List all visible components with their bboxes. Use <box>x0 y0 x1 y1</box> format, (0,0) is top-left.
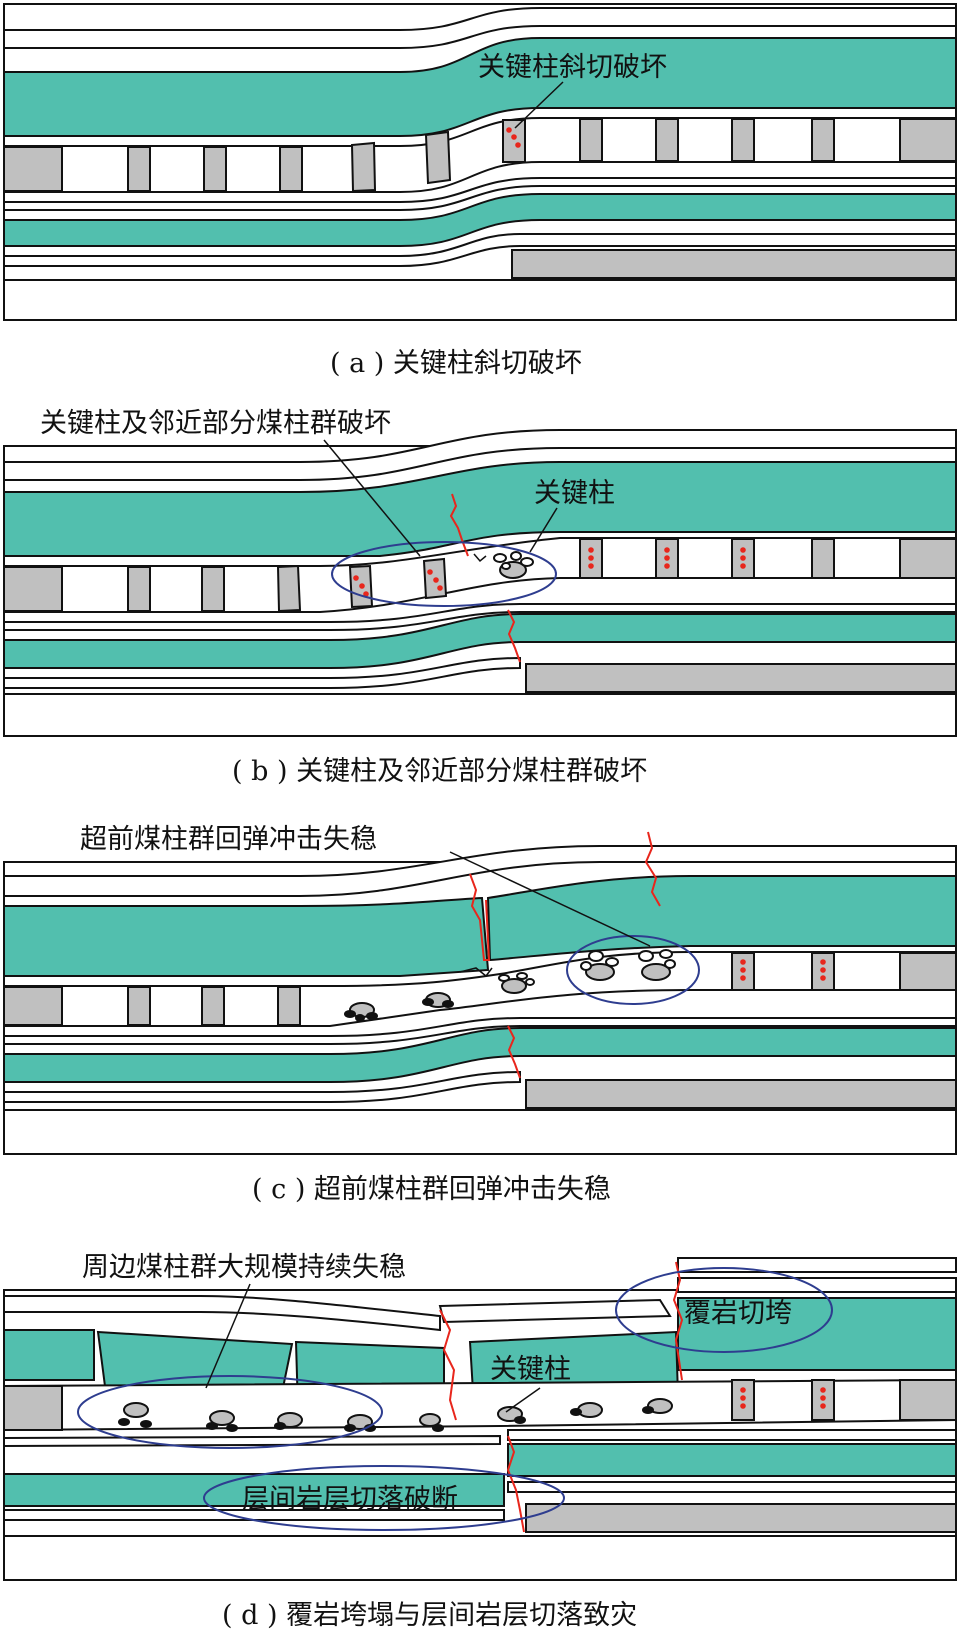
label-key-pillar: 关键柱 <box>534 478 615 509</box>
interlayer-break-ellipse <box>203 1465 565 1531</box>
coal-pillar <box>3 566 63 612</box>
key-pillar <box>502 119 526 163</box>
rubble <box>118 1398 673 1432</box>
overburden-cut-ellipse <box>615 1267 833 1353</box>
caption-a: ( a ) 关键柱斜切破坏 <box>330 348 582 379</box>
coal-pillar <box>3 1385 63 1431</box>
main-roof-stratum <box>3 461 957 557</box>
goaf-block <box>511 249 957 279</box>
coal-pillar <box>279 146 303 192</box>
coal-pillar <box>3 146 63 192</box>
panel-c: 超前煤柱群回弹冲击失稳 ( c ) 超前煤柱群回弹冲击失稳 <box>3 824 957 1205</box>
panel-d: 周边煤柱群大规模持续失稳 覆岩切垮 关键柱 层间岩层切落破断 ( d ) 覆岩垮… <box>3 1252 957 1631</box>
coal-pillar <box>731 118 755 162</box>
label-key-pillar-d: 关键柱 <box>490 1354 571 1385</box>
caption-b: ( b ) 关键柱及邻近部分煤柱群破坏 <box>232 756 647 787</box>
label-mass-pillar-instability: 周边煤柱群大规模持续失稳 <box>82 1252 406 1283</box>
coal-pillar <box>276 564 302 613</box>
floor-crack <box>507 1025 521 1079</box>
coal-pillar <box>201 566 225 612</box>
label-interlayer-break: 层间岩层切落破断 <box>242 1484 458 1515</box>
coal-pillar <box>899 952 957 991</box>
floor-green-stratum <box>3 193 957 247</box>
label-key-and-adjacent-pillars: 关键柱及邻近部分煤柱群破坏 <box>40 408 391 439</box>
goaf-block <box>525 1503 957 1533</box>
coal-pillar <box>899 1379 957 1421</box>
rubble <box>344 949 676 1022</box>
coal-pillar <box>579 118 603 162</box>
label-advance-pillar-rebound: 超前煤柱群回弹冲击失稳 <box>80 824 377 855</box>
main-roof-stratum <box>3 37 957 137</box>
coal-pillar <box>350 141 377 193</box>
rebound-zone-ellipse <box>566 935 700 1005</box>
main-roof-stratum <box>677 1297 957 1371</box>
roof-crack <box>644 831 661 907</box>
caption-d: ( d ) 覆岩垮塌与层间岩层切落致灾 <box>222 1600 637 1631</box>
coal-pillar <box>127 566 151 612</box>
panel-b: 关键柱及邻近部分煤柱群破坏 关键柱 ( b ) 关键柱及邻近部分煤柱群破坏 <box>3 408 957 787</box>
goaf-block <box>525 663 957 693</box>
coal-pillar <box>277 986 301 1026</box>
floor-green-stratum <box>507 1443 957 1477</box>
goaf-block <box>525 1079 957 1109</box>
failure-zone-ellipse <box>331 541 557 607</box>
coal-pillar <box>203 146 227 192</box>
roof-crack <box>469 873 491 961</box>
coal-pillar <box>655 118 679 162</box>
coal-pillar <box>811 538 835 579</box>
caved-roof-block <box>3 1329 95 1381</box>
instability-zone-ellipse <box>77 1375 383 1449</box>
roof-crack <box>672 1261 684 1381</box>
floor-crack <box>507 609 521 663</box>
caption-c: ( c ) 超前煤柱群回弹冲击失稳 <box>252 1174 611 1205</box>
main-roof-stratum <box>3 896 490 977</box>
coal-pillar <box>201 986 225 1026</box>
floor-green-stratum <box>3 1027 957 1083</box>
label-key-pillar-shear: 关键柱斜切破坏 <box>478 52 667 83</box>
label-overburden-cut: 覆岩切垮 <box>684 1298 792 1329</box>
coal-pillar <box>899 118 957 162</box>
roof-crack <box>439 1309 457 1421</box>
coal-pillar <box>424 130 452 185</box>
coal-pillar <box>899 538 957 579</box>
floor-green-stratum <box>3 1473 505 1507</box>
panel-a: 关键柱斜切破坏 ( a ) 关键柱斜切破坏 <box>3 3 957 379</box>
crushed-key-pillar <box>493 551 534 579</box>
coal-pillar <box>127 986 151 1026</box>
coal-pillar <box>127 146 151 192</box>
floor-green-stratum <box>3 613 957 669</box>
floor-crack <box>506 1435 525 1533</box>
coal-pillar <box>3 986 63 1026</box>
coal-pillar <box>811 118 835 162</box>
